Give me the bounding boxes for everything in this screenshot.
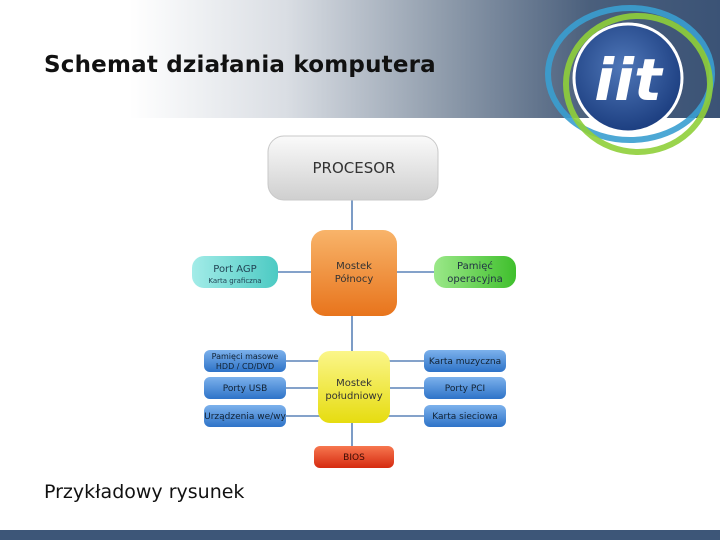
svg-text:Mostek: Mostek bbox=[336, 378, 372, 389]
svg-text:Pamięci masowe: Pamięci masowe bbox=[212, 352, 279, 361]
svg-text:Karta sieciowa: Karta sieciowa bbox=[432, 412, 497, 422]
iit-logo: iit bbox=[545, 5, 715, 155]
svg-text:Pamięć: Pamięć bbox=[457, 260, 493, 272]
svg-text:Karta muzyczna: Karta muzyczna bbox=[429, 357, 501, 367]
node-procesor: PROCESOR bbox=[267, 135, 439, 201]
svg-text:Port AGP: Port AGP bbox=[213, 264, 256, 275]
node-bios: BIOS bbox=[314, 446, 394, 468]
svg-text:Mostek: Mostek bbox=[336, 261, 372, 272]
node-sound-card: Karta muzyczna bbox=[424, 350, 506, 372]
svg-text:południowy: południowy bbox=[325, 391, 382, 402]
node-agp-port: Port AGP Karta graficzna bbox=[192, 256, 278, 288]
page-title: Schemat działania komputera bbox=[44, 52, 436, 78]
svg-text:iit: iit bbox=[594, 46, 664, 114]
svg-text:Porty USB: Porty USB bbox=[223, 384, 268, 394]
svg-text:BIOS: BIOS bbox=[343, 453, 365, 463]
node-south-bridge: Mostek południowy bbox=[318, 351, 390, 423]
node-ram: Pamięć operacyjna bbox=[434, 256, 516, 288]
node-mass-storage: Pamięci masowe HDD / CD/DVD bbox=[204, 350, 286, 372]
node-north-bridge: Mostek Północy bbox=[311, 230, 397, 316]
svg-text:HDD / CD/DVD: HDD / CD/DVD bbox=[216, 362, 274, 371]
node-network-card: Karta sieciowa bbox=[424, 405, 506, 427]
footer-bar bbox=[0, 530, 720, 540]
svg-text:PROCESOR: PROCESOR bbox=[313, 159, 396, 177]
node-io-devices: Urządzenia we/wy bbox=[204, 405, 287, 427]
svg-text:Północy: Północy bbox=[335, 273, 374, 285]
connector-lines bbox=[276, 200, 436, 448]
svg-text:Karta graficzna: Karta graficzna bbox=[208, 277, 261, 285]
svg-text:operacyjna: operacyjna bbox=[447, 274, 503, 285]
figure-caption: Przykładowy rysunek bbox=[44, 481, 245, 503]
svg-text:Urządzenia we/wy: Urządzenia we/wy bbox=[204, 412, 286, 422]
svg-text:Porty PCI: Porty PCI bbox=[445, 384, 485, 394]
node-pci-ports: Porty PCI bbox=[424, 377, 506, 399]
node-usb-ports: Porty USB bbox=[204, 377, 286, 399]
